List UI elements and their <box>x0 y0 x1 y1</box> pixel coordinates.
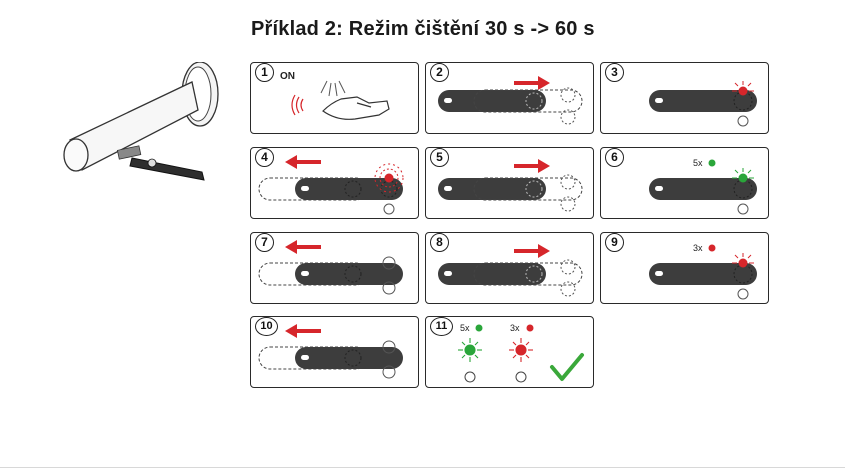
lever-shape <box>649 90 757 112</box>
lever-ghost <box>473 262 583 286</box>
green-dot-icon <box>475 324 483 332</box>
arrow-right-icon <box>514 159 550 173</box>
step-number-5: 5 <box>430 148 449 167</box>
step-panel-5: 5 <box>425 147 594 219</box>
step-panel-7: 7 <box>250 232 419 304</box>
blink-count-label: 3x <box>693 243 703 253</box>
green-count-label: 5x <box>460 323 470 333</box>
red-light-icon <box>732 81 754 96</box>
red-light-icon <box>732 253 754 268</box>
green-light-icon <box>458 338 482 362</box>
step-number-3: 3 <box>605 63 624 82</box>
step-number-11: 11 <box>430 317 453 336</box>
arrow-left-icon <box>285 324 321 338</box>
red-count-label: 3x <box>510 323 520 333</box>
step-panel-10: 10 <box>250 316 419 388</box>
step-panel-6: 6 5x <box>600 147 769 219</box>
red-dot-icon <box>708 244 716 252</box>
step-panel-11: 11 5x 3x <box>425 316 594 388</box>
lever-shape <box>438 178 546 200</box>
step-panel-1: 1 ON <box>250 62 419 134</box>
lever-shape <box>438 263 546 285</box>
lever-shape <box>438 90 546 112</box>
step-panel-9: 9 3x <box>600 232 769 304</box>
faucet-illustration <box>63 62 219 181</box>
step-panel-4: 4 <box>250 147 419 219</box>
step-panel-8: 8 <box>425 232 594 304</box>
arrow-left-icon <box>285 155 321 169</box>
step-number-2: 2 <box>430 63 449 82</box>
bottom-divider <box>0 467 845 468</box>
checkmark-icon <box>550 353 584 381</box>
water-spray-icon <box>320 80 346 97</box>
step-number-7: 7 <box>255 233 274 252</box>
lever-ghost <box>473 177 583 201</box>
page-title: Příklad 2: Režim čištění 30 s -> 60 s <box>251 18 595 40</box>
lever-shape <box>649 178 757 200</box>
hand-icon <box>322 96 390 120</box>
red-flash-icon <box>374 163 404 193</box>
arrow-left-icon <box>285 240 321 254</box>
red-dot-icon <box>526 324 534 332</box>
step-number-9: 9 <box>605 233 624 252</box>
step-number-4: 4 <box>255 148 274 167</box>
step-number-10: 10 <box>255 317 278 336</box>
lever-ghost <box>473 89 583 113</box>
on-label: ON <box>280 71 295 82</box>
sensor-wave-icon <box>291 94 304 116</box>
light-off-icon <box>515 371 527 383</box>
step-number-1: 1 <box>255 63 274 82</box>
arrow-right-icon <box>514 76 550 90</box>
step-number-6: 6 <box>605 148 624 167</box>
step-number-8: 8 <box>430 233 449 252</box>
lever-shape <box>295 347 403 369</box>
green-dot-icon <box>708 159 716 167</box>
lever-shape <box>295 263 403 285</box>
blink-count-label: 5x <box>693 158 703 168</box>
step-panel-3: 3 <box>600 62 769 134</box>
lever-shape <box>649 263 757 285</box>
arrow-right-icon <box>514 244 550 258</box>
light-off-icon <box>464 371 476 383</box>
green-light-icon <box>732 168 754 183</box>
lever-shape <box>295 178 403 200</box>
red-light-icon <box>509 338 533 362</box>
step-panel-2: 2 <box>425 62 594 134</box>
